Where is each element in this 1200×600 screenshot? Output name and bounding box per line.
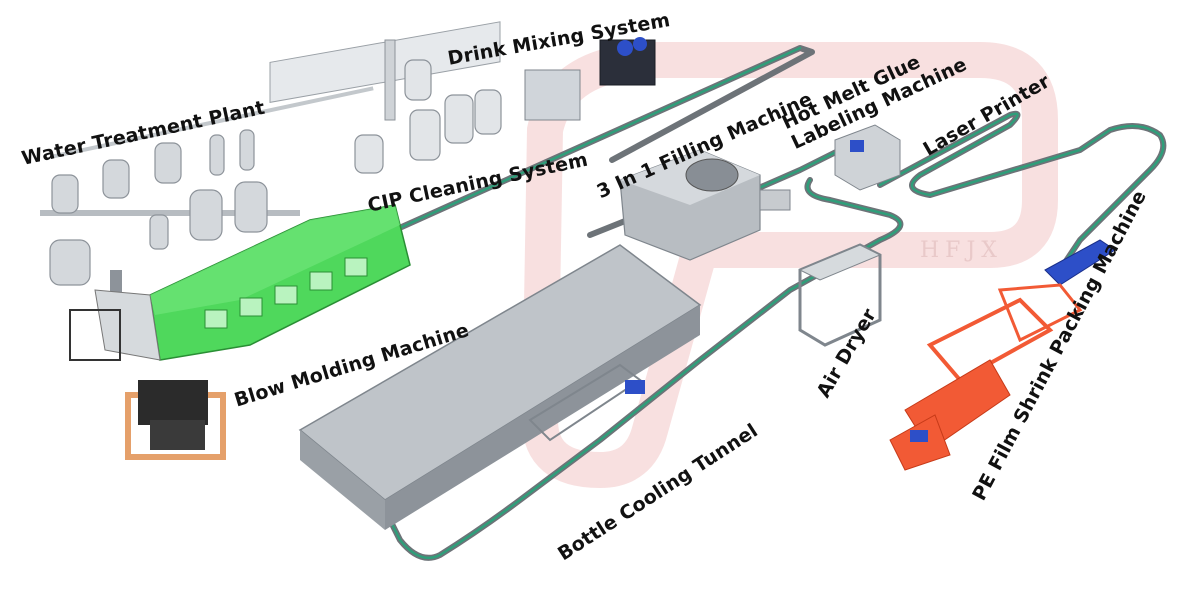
wt-pipe-upper [50,86,374,159]
wt-filter-2 [239,129,255,171]
shrink-wrapper-frame [926,297,1054,383]
filling-machine [619,149,791,261]
filling-rotary [685,158,739,192]
wt-tank-5 [189,189,223,241]
conveyor-upper [393,46,802,232]
compressor-motor [150,420,205,450]
wt-tank-4 [49,239,91,286]
wt-filter-1 [209,134,225,176]
mix-skid [524,69,581,121]
filling-outlet [759,189,791,211]
mix-tank-2 [444,94,474,144]
mix-chimney [384,39,396,121]
blow-window-4 [309,271,333,291]
air-dryer-top [798,244,882,281]
tunnel-side-left [300,430,385,530]
wt-pipe [40,210,300,216]
blow-window-5 [344,257,368,277]
compressor-body [138,380,208,425]
blow-molding-machine [69,204,411,361]
water-treatment-plant [40,86,374,330]
mix-motor-icon-2 [633,37,647,51]
blow-window-3 [274,285,298,305]
blow-molding-top [150,205,400,315]
air-compressor [125,380,226,460]
mix-tank-1 [409,109,441,161]
mix-tank-3 [474,89,502,135]
wt-filter-3 [149,214,169,250]
wt-tank-6 [234,181,268,233]
tunnel-pump-icon [625,380,645,394]
shrink-packing-machine [889,239,1116,471]
wt-tank-1 [51,174,79,214]
watermark-text: HFJX [920,238,1003,263]
mix-motor-icon [617,40,633,56]
blow-window-1 [204,309,228,329]
air-dryer [798,243,882,347]
wt-tank-3 [154,142,182,184]
shrink-outfeed-belt [910,430,928,442]
conveyor-lower [378,178,902,560]
labeling-machine [834,124,901,191]
drink-mixing-system [269,21,656,174]
wt-tank-2 [102,159,130,199]
tunnel-side-front [385,305,700,530]
feeder-ladder [69,309,121,361]
conveyor-laser [878,112,1165,272]
labeling-panel [850,140,864,152]
cip-tank-1 [354,134,384,174]
blow-window-2 [239,297,263,317]
shrink-outfeed [889,414,951,471]
shrink-film-frame [997,283,1083,343]
cooling-tunnel [298,244,702,530]
shrink-infeed [1044,239,1116,286]
mix-tank-4 [404,59,432,101]
preform-feeder [94,289,161,361]
